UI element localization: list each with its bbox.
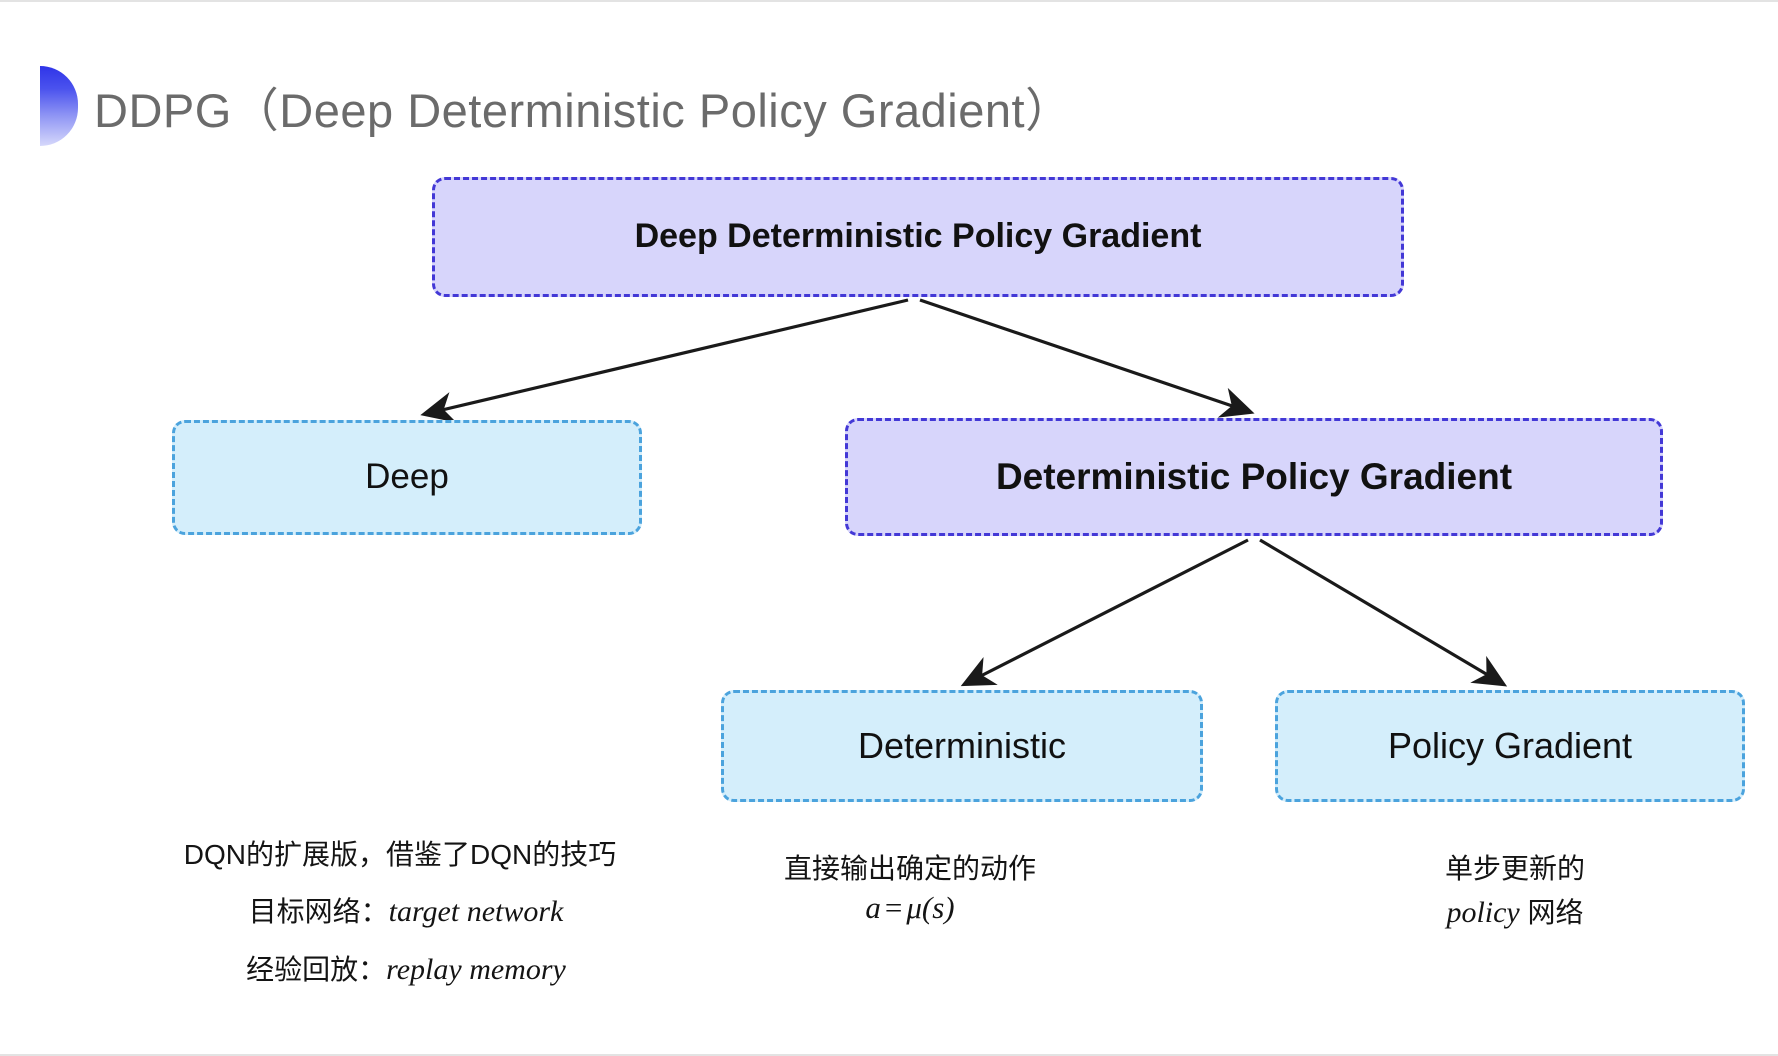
slide-bottom-rule <box>0 1054 1778 1056</box>
node-deterministic-policy-gradient[interactable]: Deterministic Policy Gradient <box>845 418 1663 536</box>
slide-top-rule <box>0 0 1778 2</box>
annotation-policy-gradient-term: policy <box>1446 896 1520 929</box>
annotation-deterministic-formula: a=μ(s) <box>700 890 1120 926</box>
annotation-policy-gradient: 单步更新的 policy 网络 <box>1305 848 1725 935</box>
annotation-deterministic: 直接输出确定的动作 a=μ(s) <box>700 848 1120 926</box>
slide-title-row: DDPG（Deep Deterministic Policy Gradient） <box>40 58 1073 154</box>
node-label: Policy Gradient <box>1387 725 1633 767</box>
node-deterministic[interactable]: Deterministic <box>721 690 1203 802</box>
annotation-policy-gradient-line-2: policy 网络 <box>1305 890 1725 935</box>
node-policy-gradient[interactable]: Policy Gradient <box>1275 690 1745 802</box>
edge-dpg-to-deterministic <box>960 538 1249 687</box>
formula-operator: = <box>884 890 903 925</box>
page-title: DDPG（Deep Deterministic Policy Gradient） <box>94 83 1073 137</box>
annotation-deep: DQN的扩展版，借鉴了DQN的技巧 目标网络：target network 经验… <box>140 828 660 1000</box>
annotation-deep-line-2: 目标网络：target network <box>140 883 660 942</box>
formula-lhs: a <box>865 890 881 925</box>
annotation-deep-line-3-term: replay memory <box>386 953 566 987</box>
edge-root-to-dpg <box>919 298 1255 418</box>
node-label: Deterministic Policy Gradient <box>995 455 1513 497</box>
node-label: Deterministic <box>857 725 1067 767</box>
edge-root-to-deep <box>420 298 909 423</box>
annotation-deep-line-2-term: target network <box>388 894 564 928</box>
annotation-deep-line-1: DQN的扩展版，借鉴了DQN的技巧 <box>183 839 617 870</box>
node-deep-deterministic-policy-gradient[interactable]: Deep Deterministic Policy Gradient <box>432 177 1404 297</box>
node-deep[interactable]: Deep <box>172 420 642 535</box>
annotation-policy-gradient-suffix: 网络 <box>1527 897 1584 928</box>
annotation-deep-line-3-label: 经验回放： <box>246 954 387 986</box>
edge-dpg-to-policy-gradient <box>1259 538 1508 687</box>
annotation-deep-line-2-label: 目标网络： <box>248 895 389 927</box>
half-circle-gradient-icon <box>40 66 78 146</box>
annotation-deterministic-line-1: 直接输出确定的动作 <box>783 853 1036 884</box>
node-label: Deep <box>365 457 449 497</box>
node-label: Deep Deterministic Policy Gradient <box>634 217 1202 256</box>
annotation-deep-line-3: 经验回放：replay memory <box>140 941 660 1000</box>
annotation-policy-gradient-line-1: 单步更新的 <box>1444 853 1585 884</box>
formula-rhs: μ(s) <box>906 890 955 925</box>
